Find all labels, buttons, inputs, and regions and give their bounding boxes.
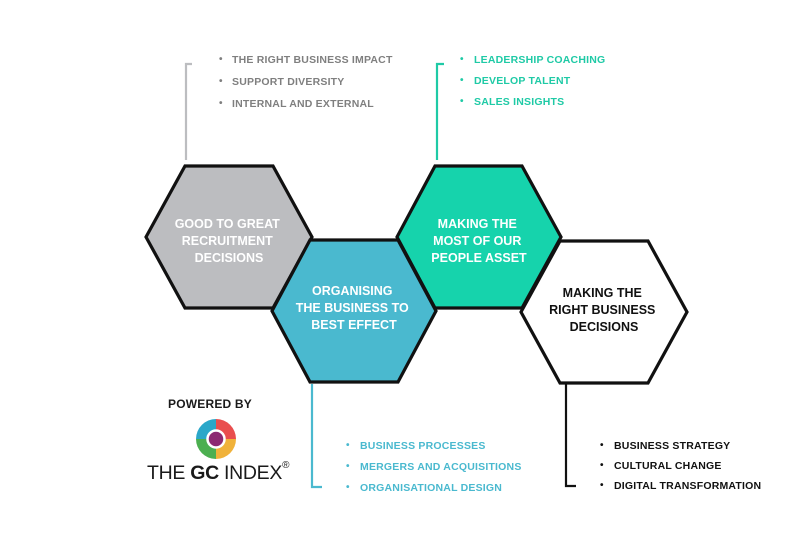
svg-text:•: • — [600, 440, 604, 451]
svg-text:MERGERS AND ACQUISITIONS: MERGERS AND ACQUISITIONS — [360, 461, 522, 473]
gc-index-logo-icon — [196, 419, 236, 459]
svg-text:ORGANISATIONAL DESIGN: ORGANISATIONAL DESIGN — [360, 482, 502, 494]
svg-text:SUPPORT DIVERSITY: SUPPORT DIVERSITY — [232, 76, 345, 88]
connector-recruitment — [184, 62, 192, 160]
gc-index-wordmark: THE GC INDEX® — [147, 460, 290, 485]
svg-text:THE RIGHT BUSINESS IMPACT: THE RIGHT BUSINESS IMPACT — [232, 54, 393, 66]
svg-text:DIGITAL TRANSFORMATION: DIGITAL TRANSFORMATION — [614, 480, 761, 492]
svg-text:INTERNAL AND EXTERNAL: INTERNAL AND EXTERNAL — [232, 98, 374, 110]
svg-text:•: • — [346, 461, 350, 472]
svg-text:•: • — [219, 98, 223, 109]
list-business: • BUSINESS STRATEGY • CULTURAL CHANGE • … — [600, 440, 761, 492]
svg-text:BUSINESS STRATEGY: BUSINESS STRATEGY — [614, 440, 730, 452]
connector-people — [435, 62, 444, 160]
list-item: • DEVELOP TALENT — [460, 75, 571, 87]
svg-text:•: • — [600, 460, 604, 471]
svg-text:•: • — [460, 96, 464, 107]
hexagon-people-label: MAKING THE MOST OF OUR PEOPLE ASSET — [431, 217, 527, 265]
svg-text:•: • — [346, 440, 350, 451]
list-item: • BUSINESS STRATEGY — [600, 440, 730, 452]
connector-organising — [310, 384, 322, 489]
hexagon-recruitment-label: GOOD TO GREAT RECRUITMENT DECISIONS — [175, 217, 284, 265]
svg-text:•: • — [346, 482, 350, 493]
list-item: • MERGERS AND ACQUISITIONS — [346, 461, 522, 473]
list-item: • SALES INSIGHTS — [460, 96, 564, 108]
svg-text:SALES INSIGHTS: SALES INSIGHTS — [474, 96, 564, 108]
list-recruitment: • THE RIGHT BUSINESS IMPACT • SUPPORT DI… — [219, 54, 393, 110]
hexagon-organising-label: ORGANISING THE BUSINESS TO BEST EFFECT — [296, 284, 412, 332]
list-item: • DIGITAL TRANSFORMATION — [600, 480, 761, 492]
svg-text:•: • — [219, 76, 223, 87]
svg-text:•: • — [219, 54, 223, 65]
svg-text:•: • — [460, 54, 464, 65]
list-item: • ORGANISATIONAL DESIGN — [346, 482, 502, 494]
list-item: • THE RIGHT BUSINESS IMPACT — [219, 54, 393, 66]
hexagon-recruitment: GOOD TO GREAT RECRUITMENT DECISIONS — [144, 164, 314, 310]
svg-text:•: • — [600, 480, 604, 491]
svg-text:CULTURAL CHANGE: CULTURAL CHANGE — [614, 460, 722, 472]
list-item: • INTERNAL AND EXTERNAL — [219, 98, 374, 110]
brand-prefix: THE — [147, 462, 191, 484]
svg-text:DEVELOP TALENT: DEVELOP TALENT — [474, 75, 571, 87]
hexagon-business-label: MAKING THE RIGHT BUSINESS DECISIONS — [549, 286, 659, 334]
registered-mark: ® — [282, 460, 290, 471]
brand-bold: GC — [190, 462, 219, 484]
powered-by-label: POWERED BY — [167, 397, 252, 411]
svg-text:LEADERSHIP COACHING: LEADERSHIP COACHING — [474, 54, 605, 66]
svg-text:•: • — [460, 75, 464, 86]
list-item: • LEADERSHIP COACHING — [460, 54, 605, 66]
connector-business — [564, 384, 576, 488]
brand-suffix: INDEX — [218, 462, 283, 484]
list-organising: • BUSINESS PROCESSES • MERGERS AND ACQUI… — [346, 440, 522, 494]
hexagon-organising: ORGANISING THE BUSINESS TO BEST EFFECT — [270, 238, 438, 384]
list-item: • CULTURAL CHANGE — [600, 460, 722, 472]
hexagon-business: MAKING THE RIGHT BUSINESS DECISIONS — [519, 239, 689, 385]
svg-text:BUSINESS PROCESSES: BUSINESS PROCESSES — [360, 440, 486, 452]
list-people: • LEADERSHIP COACHING • DEVELOP TALENT •… — [460, 54, 605, 108]
list-item: • SUPPORT DIVERSITY — [219, 76, 345, 88]
list-item: • BUSINESS PROCESSES — [346, 440, 486, 452]
